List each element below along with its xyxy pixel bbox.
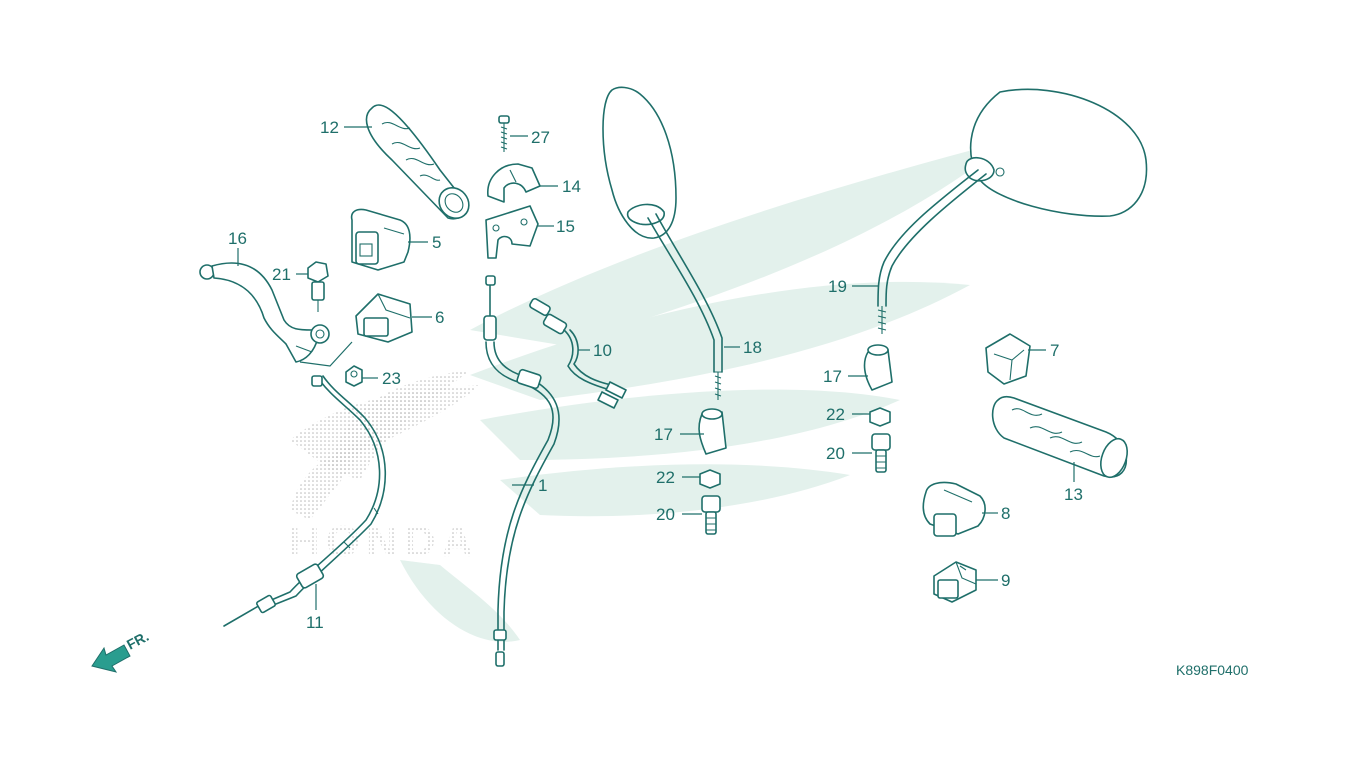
lever-bolt-leader (299, 341, 353, 367)
callout-20-left: 20 (656, 505, 675, 524)
callout-9: 9 (1001, 571, 1010, 590)
part-12-left-grip (365, 104, 470, 220)
callout-22-right: 22 (826, 405, 845, 424)
front-direction-marker: FR. (91, 628, 151, 673)
part-19-right-mirror (877, 88, 1148, 334)
callout-18: 18 (743, 338, 762, 357)
part-23-nut (345, 365, 363, 387)
callout-15: 15 (556, 217, 575, 236)
part-20-left-adapter (701, 495, 721, 535)
callout-1: 1 (538, 476, 547, 495)
part-27-screw (498, 115, 510, 152)
callout-20-right: 20 (826, 444, 845, 463)
part-11-clutch-cable (223, 375, 387, 627)
callout-6: 6 (435, 308, 444, 327)
callout-5: 5 (432, 233, 441, 252)
part-1-throttle-cable (483, 275, 560, 667)
callout-23: 23 (382, 369, 401, 388)
part-16-clutch-lever (199, 262, 330, 363)
part-18-left-mirror (602, 86, 723, 400)
callout-27: 27 (531, 128, 550, 147)
callout-10: 10 (593, 341, 612, 360)
callout-16: 16 (228, 229, 247, 248)
part-6-left-switch-lower (355, 293, 413, 343)
front-label: FR. (124, 628, 151, 653)
part-22-right-nut (869, 407, 891, 427)
part-9-right-switch-lower (933, 561, 977, 603)
honda-wing-watermark: HONDA (288, 140, 1010, 642)
honda-logo-text: HONDA (288, 517, 479, 566)
leader-lines (237, 126, 1075, 610)
diagram-reference-code: K898F0400 (1176, 662, 1249, 678)
part-8-right-switch-upper (922, 481, 986, 537)
part-21-pivot-bolt (307, 261, 329, 312)
callout-12: 12 (320, 118, 339, 137)
part-15-throttle-holder (485, 205, 539, 259)
part-17-left-boot (698, 408, 727, 455)
part-10-switch-wire (529, 297, 627, 409)
callout-13: 13 (1064, 485, 1083, 504)
callout-8: 8 (1001, 504, 1010, 523)
front-arrow-icon (91, 644, 131, 673)
callout-17-right: 17 (823, 367, 842, 386)
part-13-right-grip (991, 395, 1128, 479)
callout-22-left: 22 (656, 468, 675, 487)
callout-7: 7 (1050, 341, 1059, 360)
part-14-throttle-cover (487, 163, 541, 203)
callout-14: 14 (562, 177, 581, 196)
callout-19: 19 (828, 277, 847, 296)
part-17-right-boot (863, 344, 893, 391)
part-5-left-switch-upper (350, 208, 411, 271)
callout-21: 21 (272, 265, 291, 284)
callout-labels: 12 27 14 15 5 6 16 21 23 10 11 1 18 17 2… (228, 118, 1083, 632)
part-22-left-nut (699, 469, 721, 489)
part-7-right-switch-housing (985, 333, 1031, 385)
part-20-right-adapter (871, 433, 891, 473)
callout-17-left: 17 (654, 425, 673, 444)
callout-11: 11 (306, 613, 324, 632)
